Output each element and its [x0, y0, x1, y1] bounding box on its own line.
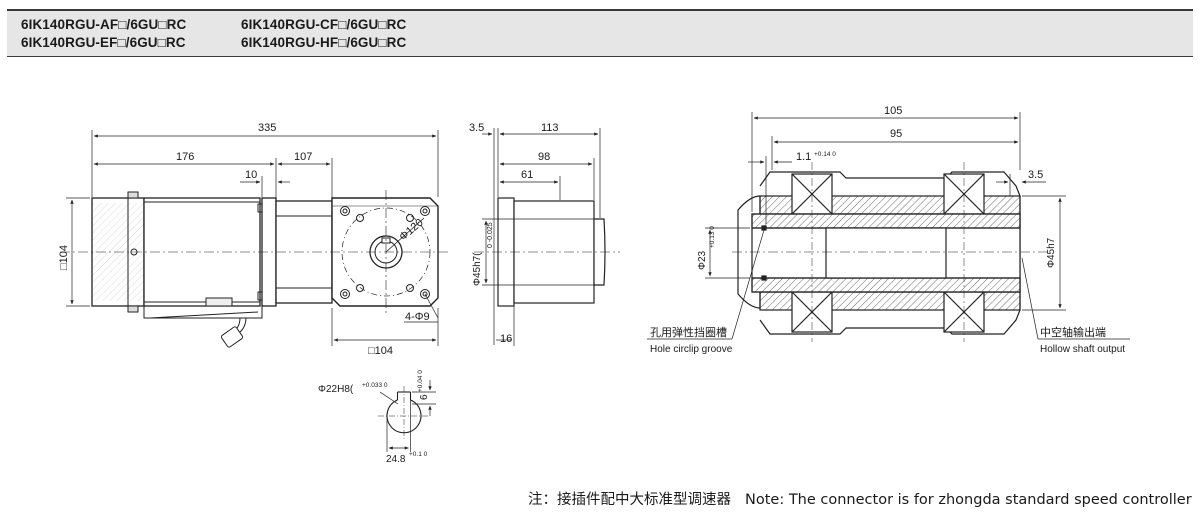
dim-key-depth-tol: +0.1 0 — [409, 451, 428, 458]
dim-groove-tol: +0.14 0 — [814, 151, 836, 158]
dim-bore: Φ23 — [697, 250, 708, 270]
dim-holes: 4-Φ9 — [405, 311, 430, 323]
dim-keyway-bore-tol: +0.033 0 — [362, 382, 388, 389]
dim-flange: 10 — [245, 169, 257, 181]
note-cn: 注：接插件配中大标准型调速器 — [528, 492, 731, 508]
dim-95: 95 — [890, 128, 902, 140]
label-groove-cn: 孔用弹性挡圈槽 — [650, 325, 727, 339]
dim-total-length: 335 — [258, 122, 276, 134]
dim-61: 61 — [521, 169, 533, 181]
dim-height: □104 — [58, 245, 70, 270]
dim-key-width-tol: +0.04 0 — [417, 370, 424, 392]
dim-gear-length: 107 — [294, 151, 312, 163]
dim-width: □104 — [368, 345, 393, 357]
front-view — [60, 190, 448, 348]
dim-offset: 3.5 — [469, 122, 484, 134]
side-view — [474, 197, 620, 307]
dim-output-shaft: Φ45h7( — [472, 252, 483, 286]
dim-16: 16 — [500, 333, 512, 345]
dim-bore-tol: +0.13 0 — [709, 226, 716, 248]
dim-3-5: 3.5 — [1028, 169, 1043, 181]
model-code: 6IK140RGU-AF□/6GU□RC — [21, 17, 187, 32]
dim-key-depth: 24.8 — [386, 454, 406, 465]
dim-105: 105 — [884, 105, 902, 117]
dim-side-total: 113 — [541, 122, 559, 134]
model-code: 6IK140RGU-CF□/6GU□RC — [241, 17, 407, 32]
label-hollow-en: Hollow shaft output — [1040, 344, 1125, 355]
model-code: 6IK140RGU-HF□/6GU□RC — [241, 35, 407, 50]
label-groove-en: Hole circlip groove — [650, 344, 733, 355]
dim-groove: 1.1 — [796, 151, 811, 163]
note-en: Note: The connector is for zhongda stand… — [745, 492, 1192, 508]
label-hollow-cn: 中空轴输出端 — [1040, 325, 1106, 339]
dim-key-width: 6 — [419, 394, 430, 400]
dim-output-shaft-tol: 0 -0.025 — [487, 222, 494, 248]
section-view — [732, 162, 1050, 342]
dim-98: 98 — [538, 151, 550, 163]
keyway-view — [378, 386, 430, 440]
dim-hollow-shaft: Φ45h7 — [1046, 237, 1057, 268]
model-header: 6IK140RGU-AF□/6GU□RC 6IK140RGU-CF□/6GU□R… — [7, 9, 1193, 57]
dim-motor-length: 176 — [176, 151, 194, 163]
connector-note: 注：接插件配中大标准型调速器 Note: The connector is for… — [528, 488, 1200, 509]
dim-keyway-bore: Φ22H8( — [318, 384, 354, 395]
model-code: 6IK140RGU-EF□/6GU□RC — [21, 35, 186, 50]
